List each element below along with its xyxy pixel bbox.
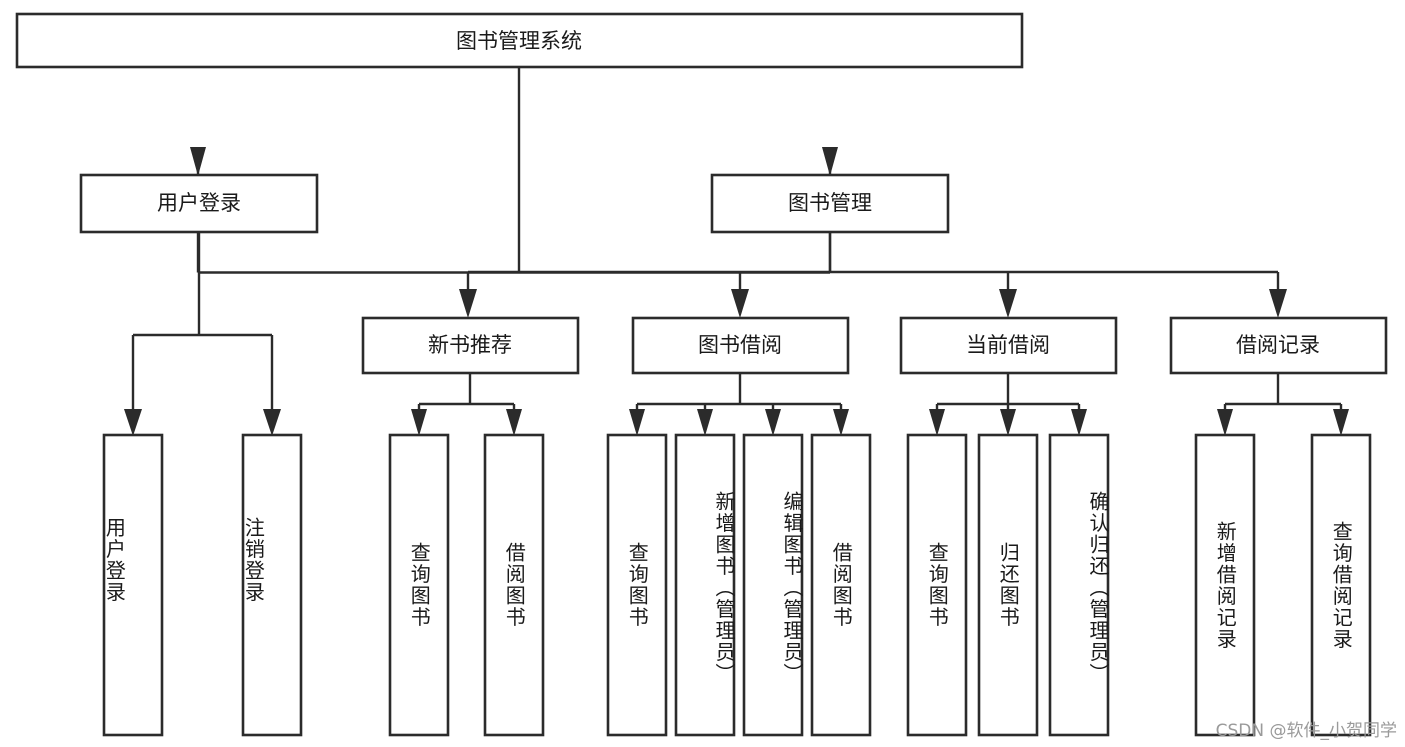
leaf-current-3[interactable] (1048, 433, 1110, 737)
arrow-borrow-leaf-2 (697, 409, 713, 436)
leaf-borrow-3[interactable] (742, 433, 804, 737)
leaf-record-2[interactable] (1310, 433, 1372, 737)
arrow-borrow-leaf-1 (629, 409, 645, 436)
leaf-borrow-2[interactable] (674, 433, 736, 737)
arrow-root-to-book (822, 147, 838, 176)
arrow-user-leaf-2 (263, 409, 281, 436)
arrow-borrow-leaf-3 (765, 409, 781, 436)
leaf-record-1[interactable] (1194, 433, 1256, 737)
leaf-recommend-1[interactable] (388, 433, 450, 737)
node-user-login-label: 用户登录 (157, 191, 241, 215)
arrow-user-leaf-1 (124, 409, 142, 436)
arrow-recommend-leaf-2 (506, 409, 522, 436)
leaf-recommend-2[interactable] (483, 433, 545, 737)
leaf-borrow-1[interactable] (606, 433, 668, 737)
node-borrow-record[interactable] (1169, 316, 1388, 375)
node-book-borrow[interactable] (631, 316, 850, 375)
node-new-book-recommend[interactable] (361, 316, 580, 375)
node-borrow-record-label: 借阅记录 (1236, 333, 1320, 357)
arrow-book-child-1 (459, 289, 477, 318)
node-current-borrow-label: 当前借阅 (966, 333, 1050, 357)
arrow-current-leaf-1 (929, 409, 945, 436)
node-root-label: 图书管理系统 (456, 29, 582, 53)
leaf-current-2[interactable] (977, 433, 1039, 737)
arrow-root-to-user (190, 147, 206, 176)
node-root[interactable] (15, 12, 1024, 69)
leaf-user-login-1[interactable] (102, 433, 164, 737)
arrow-record-leaf-1 (1217, 409, 1233, 436)
node-new-book-recommend-label: 新书推荐 (428, 333, 512, 357)
node-current-borrow[interactable] (899, 316, 1118, 375)
leaf-current-1[interactable] (906, 433, 968, 737)
arrow-current-leaf-2 (1000, 409, 1016, 436)
watermark-text: CSDN @软件_小贺同学 (1215, 721, 1397, 741)
leaf-borrow-4[interactable] (810, 433, 872, 737)
arrow-record-leaf-2 (1333, 409, 1349, 436)
arrow-recommend-leaf-1 (411, 409, 427, 436)
node-book-borrow-label: 图书借阅 (698, 333, 782, 357)
node-book-manage[interactable] (710, 173, 950, 234)
leaf-user-login-2[interactable] (241, 433, 303, 737)
node-book-manage-label: 图书管理 (788, 191, 872, 215)
arrow-book-child-2 (731, 289, 749, 318)
arrow-book-child-4 (1269, 289, 1287, 318)
arrow-current-leaf-3 (1071, 409, 1087, 436)
arrow-borrow-leaf-4 (833, 409, 849, 436)
arrow-book-child-3 (999, 289, 1017, 318)
